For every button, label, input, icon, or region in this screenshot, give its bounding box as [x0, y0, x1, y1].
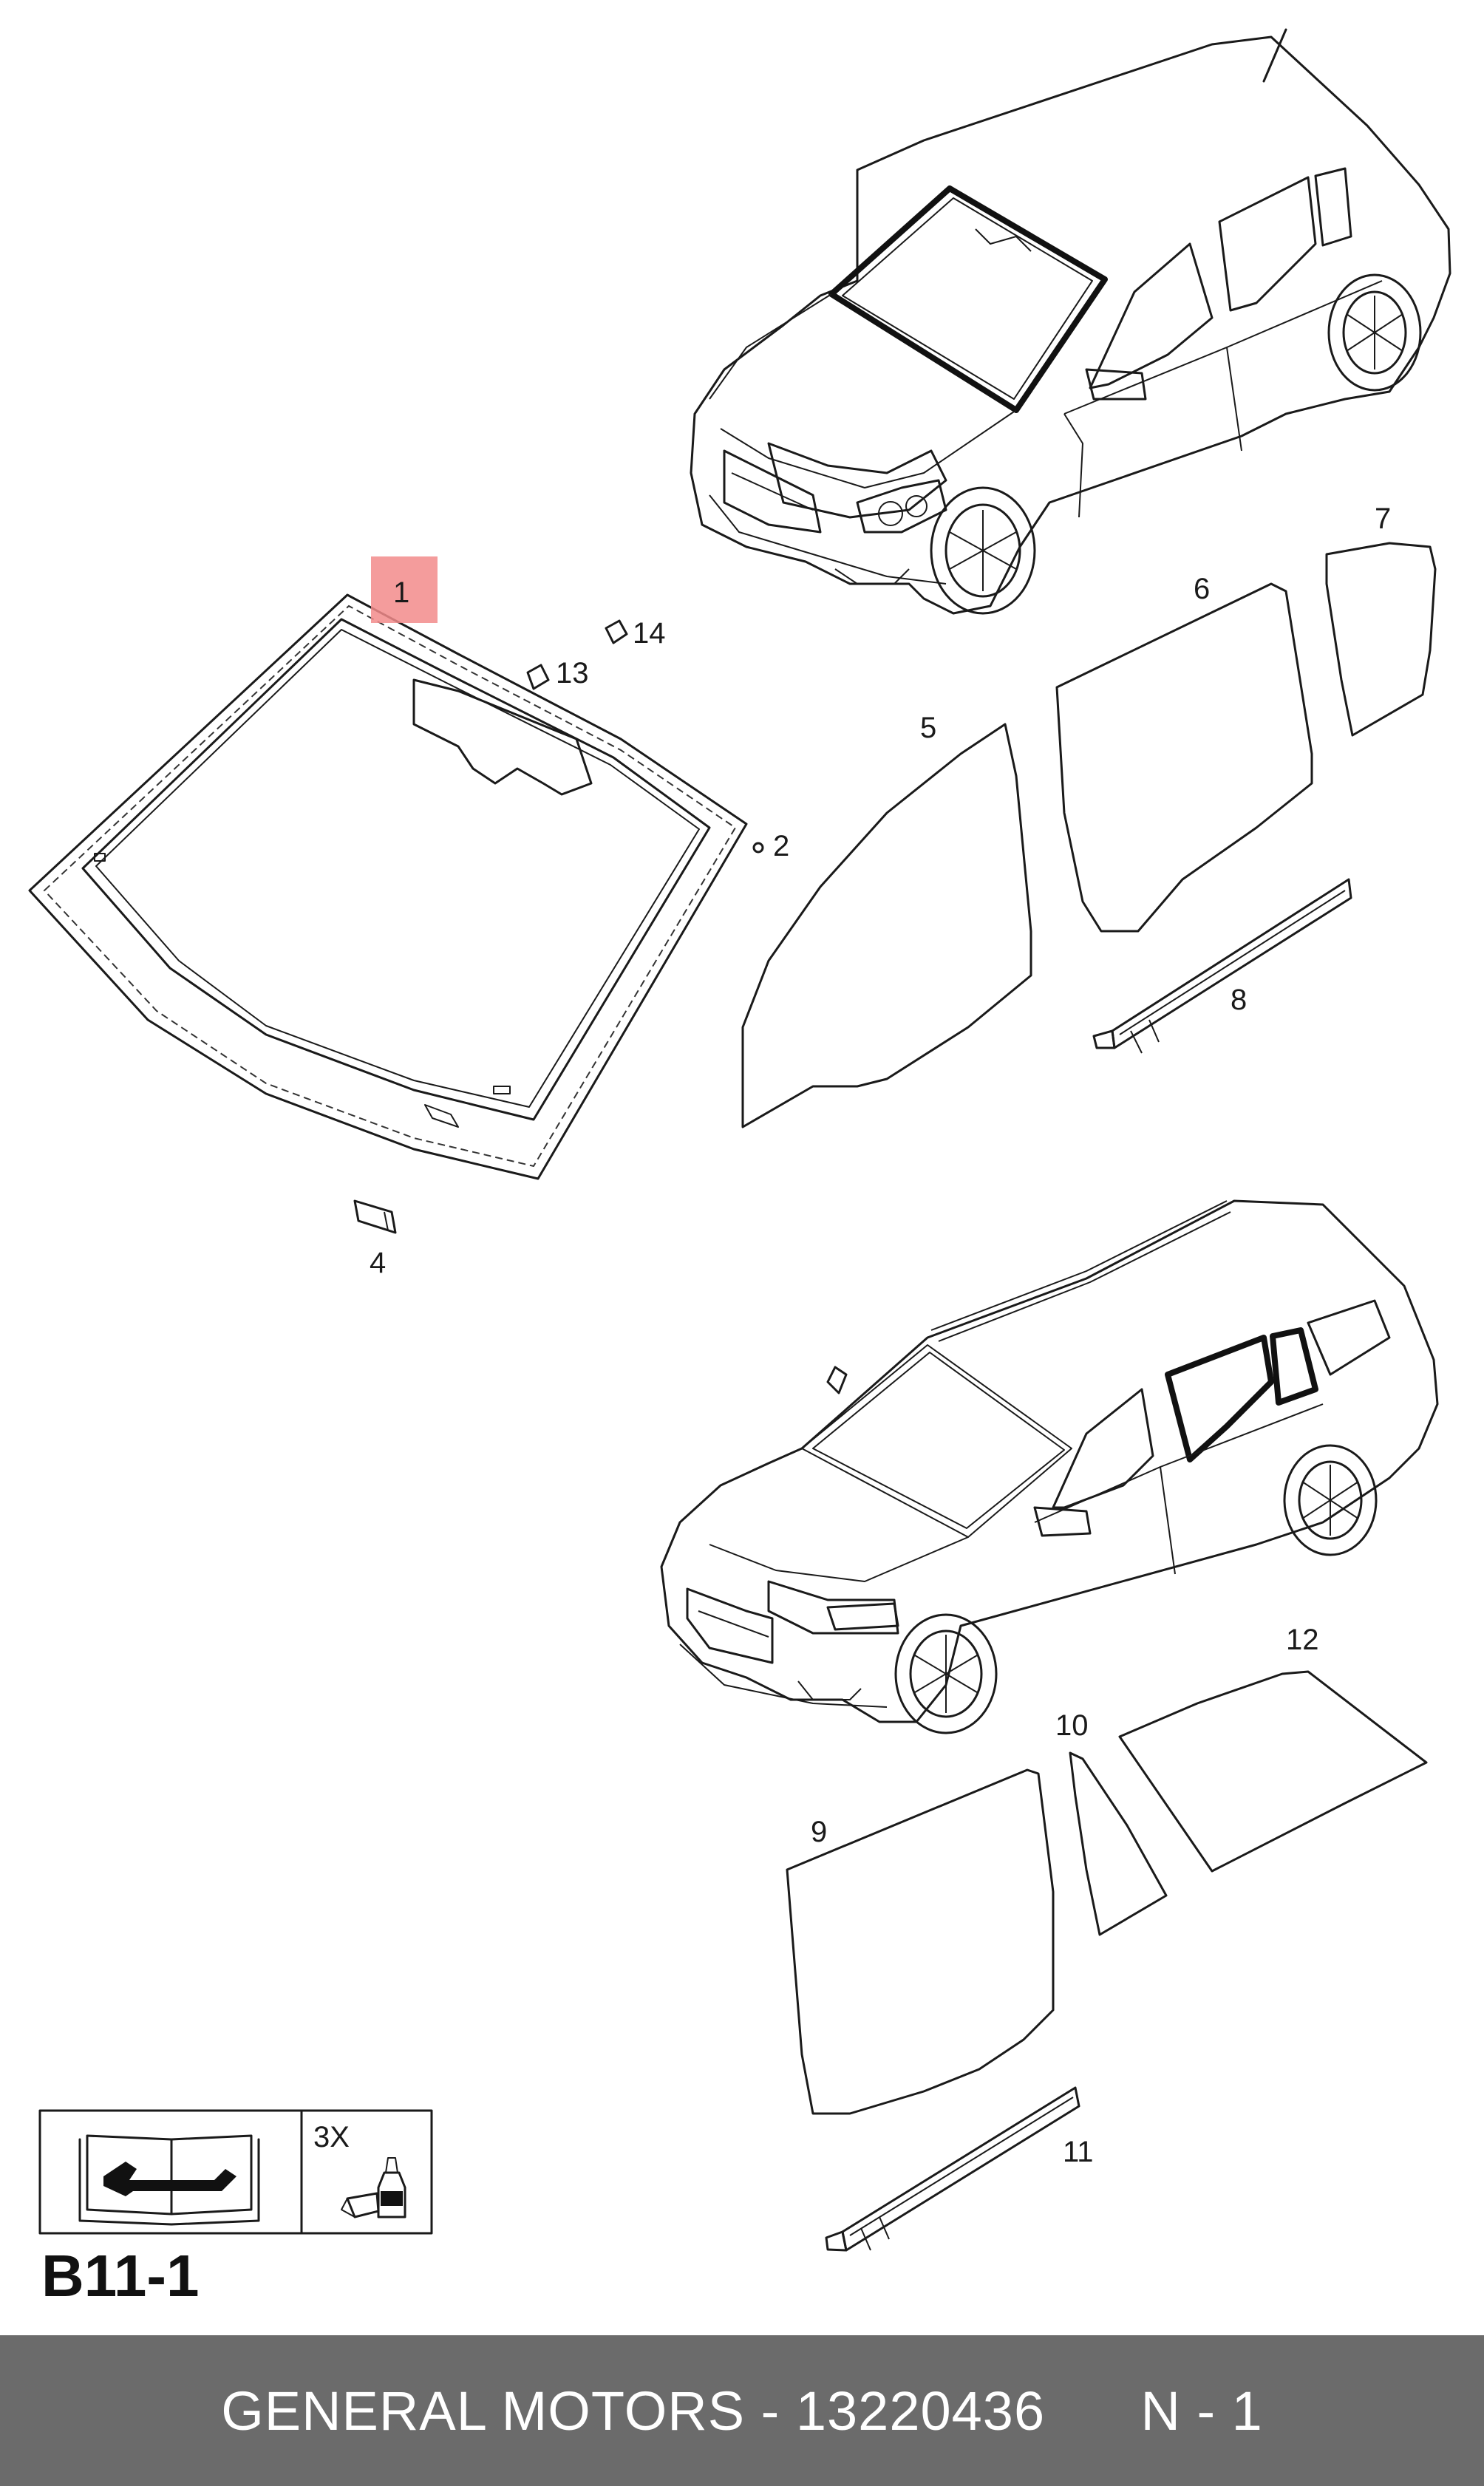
adhesive-bottle-icon — [341, 2157, 406, 2218]
callout-8: 8 — [1231, 984, 1247, 1016]
window-weatherstrip-part-11 — [825, 2086, 1080, 2252]
footer-bar: GENERAL MOTORS - 13220436 N - 1 — [0, 2335, 1484, 2486]
window-weatherstrip-part-8 — [1092, 878, 1352, 1054]
front-door-glass-part-5 — [741, 723, 1032, 1128]
callout-7: 7 — [1375, 503, 1391, 535]
rear-door-glass-part-6 — [1055, 582, 1313, 933]
part-1-highlight — [371, 556, 438, 623]
callout-5: 5 — [920, 712, 936, 744]
clip-part-2 — [752, 842, 764, 854]
info-box: 3X — [38, 2109, 433, 2235]
parts-diagram: 1 14 13 2 4 5 6 7 8 — [28, 28, 1451, 2252]
clip-part-14 — [605, 619, 628, 644]
callout-12: 12 — [1286, 1624, 1319, 1656]
callout-14: 14 — [633, 617, 666, 650]
page-code: B11-1 — [41, 2243, 200, 2309]
repair-manual-wrench-icon — [78, 2134, 260, 2226]
hatchback-car-illustration — [690, 28, 1451, 615]
station-wagon-car-illustration — [660, 1199, 1439, 1734]
sensor-part-4 — [353, 1199, 397, 1234]
rear-door-glass-part-9 — [786, 1768, 1055, 2115]
clip-part-13 — [526, 664, 550, 690]
callout-10: 10 — [1055, 1709, 1089, 1742]
windshield-part-1 — [28, 593, 748, 1180]
callout-2: 2 — [773, 830, 789, 862]
callout-11: 11 — [1063, 2136, 1094, 2168]
quarter-glass-part-12 — [1118, 1670, 1428, 1873]
callout-6: 6 — [1194, 573, 1210, 605]
callout-9: 9 — [811, 1816, 827, 1848]
quarter-glass-part-7 — [1325, 542, 1437, 737]
callout-4: 4 — [370, 1247, 386, 1279]
callout-1: 1 — [393, 576, 409, 609]
rear-door-vent-glass-part-10 — [1069, 1751, 1168, 1936]
footer-part-number: GENERAL MOTORS - 13220436 N - 1 — [221, 2380, 1263, 2442]
callout-13: 13 — [556, 657, 589, 689]
quantity-label: 3X — [313, 2121, 350, 2153]
